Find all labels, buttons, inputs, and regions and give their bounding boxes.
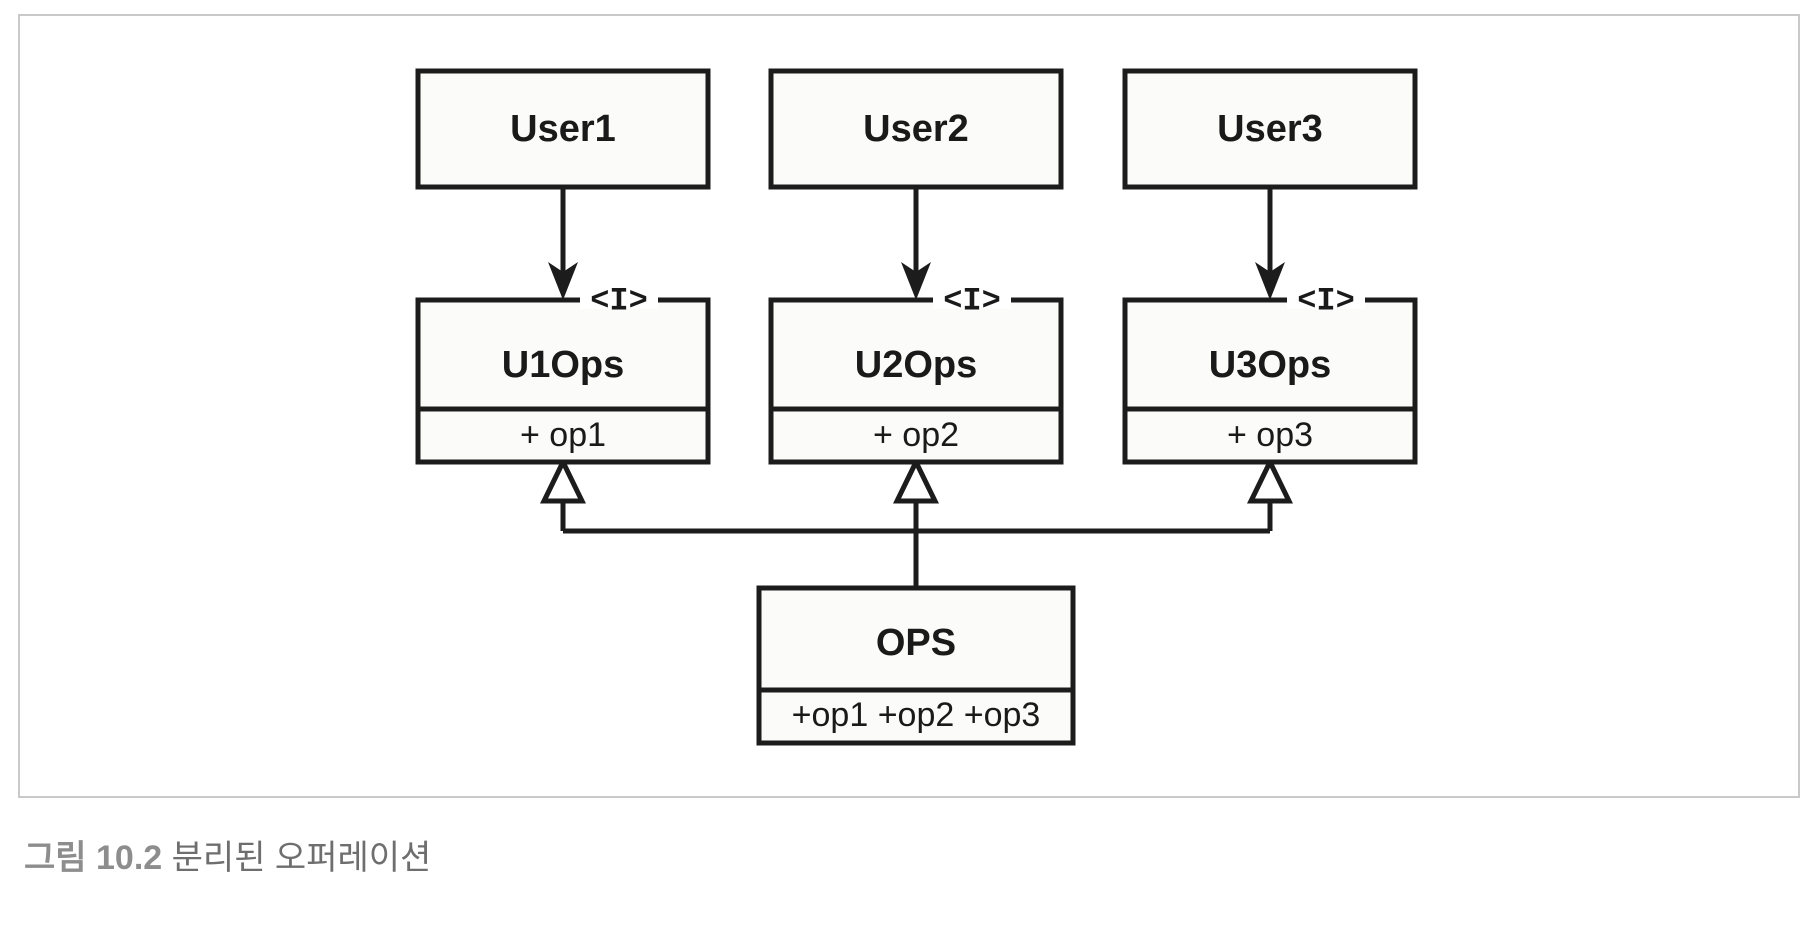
node-ops-label: OPS [876, 622, 956, 664]
node-user3-label: User3 [1217, 108, 1323, 150]
node-u1ops-operation: + op1 [520, 416, 606, 454]
node-u2ops-stereotype: <I> [943, 282, 1001, 319]
node-u2ops[interactable]: <I> U2Ops + op2 [768, 282, 1064, 465]
node-ops-operations: +op1 +op2 +op3 [792, 696, 1041, 734]
node-u1ops[interactable]: <I> U1Ops + op1 [415, 282, 711, 465]
node-user2-label: User2 [863, 108, 969, 150]
realization-arrowhead-u2ops [893, 456, 939, 504]
node-user3[interactable]: User3 [1122, 68, 1418, 190]
node-u3ops-operation: + op3 [1227, 416, 1313, 454]
node-user2[interactable]: User2 [768, 68, 1064, 190]
dependency-user2-u2ops [901, 187, 931, 300]
figure-caption: 그림 10.2 분리된 오퍼레이션 [24, 836, 431, 882]
node-u1ops-label: U1Ops [502, 344, 624, 386]
realization-arrowhead-u1ops [540, 456, 586, 504]
dependency-user1-u1ops [548, 187, 578, 300]
node-u3ops[interactable]: <I> U3Ops + op3 [1122, 282, 1418, 465]
node-u2ops-operation: + op2 [873, 416, 959, 454]
node-u2ops-label: U2Ops [855, 344, 977, 386]
figure-caption-text: 분리된 오퍼레이션 [171, 839, 432, 877]
node-u1ops-stereotype: <I> [590, 282, 648, 319]
node-u3ops-stereotype: <I> [1297, 282, 1355, 319]
realization-bus [560, 500, 1273, 588]
figure-caption-label: 그림 10.2 [24, 839, 163, 877]
node-user1[interactable]: User1 [415, 68, 711, 190]
realization-arrowhead-u3ops [1247, 456, 1293, 504]
node-user1-label: User1 [510, 108, 616, 150]
node-u3ops-label: U3Ops [1209, 344, 1331, 386]
dependency-user3-u3ops [1255, 187, 1285, 300]
uml-class-diagram: User1 User2 User3 <I> U1Ops + op1 <I> U2… [415, 68, 1418, 746]
node-ops[interactable]: OPS +op1 +op2 +op3 [756, 585, 1076, 746]
